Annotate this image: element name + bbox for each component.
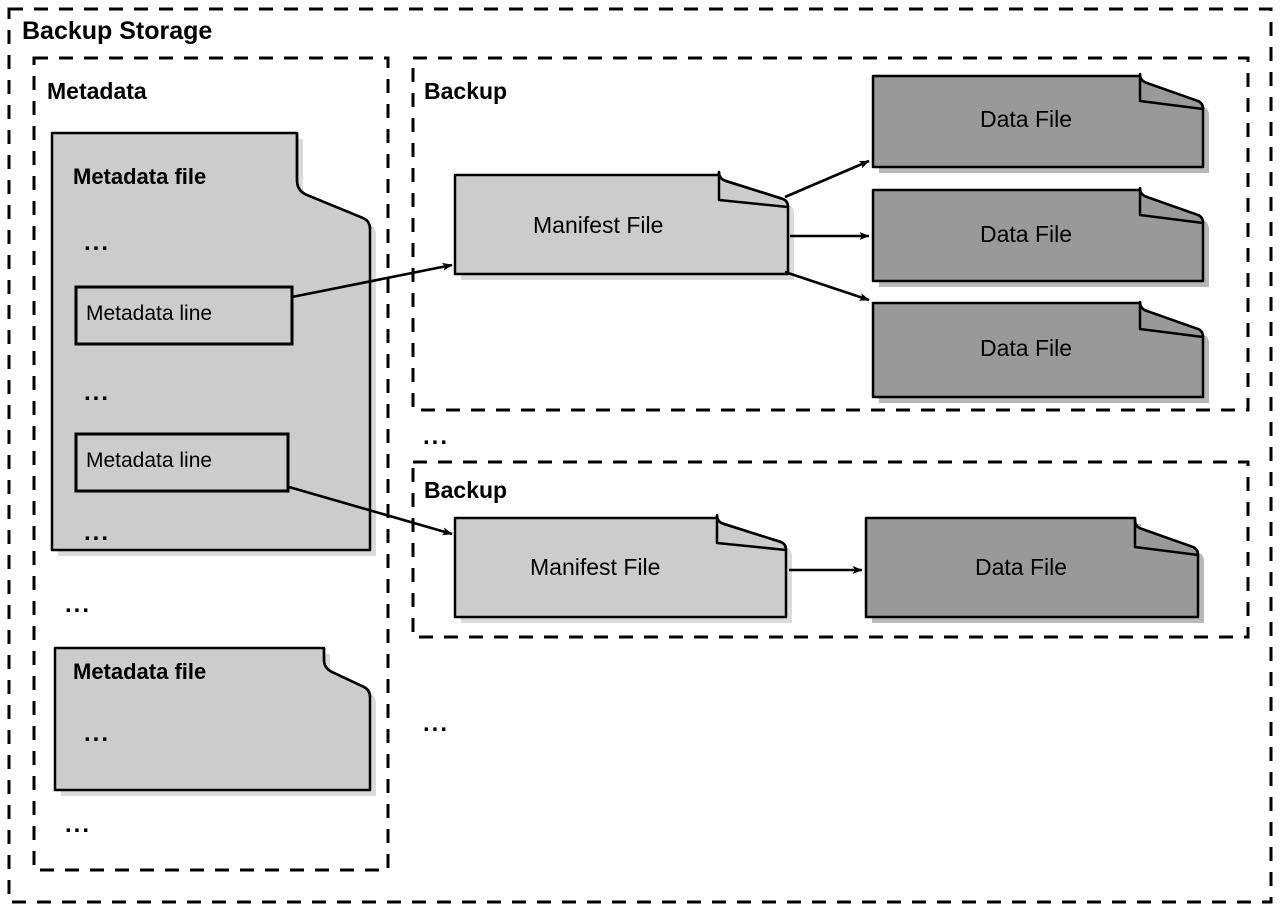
metadata-group-title: Metadata xyxy=(47,78,147,104)
arrow-manifest-1-to-data-file-3 xyxy=(784,270,870,302)
data-file-2-label: Data File xyxy=(980,221,1073,247)
metadata-file-1-ellipsis-bottom: ... xyxy=(84,519,111,546)
arrow-manifest-1-to-data-file-1 xyxy=(784,159,870,199)
backup-section-ellipsis-between: ... xyxy=(423,423,450,450)
manifest-file-1-label: Manifest File xyxy=(533,212,664,238)
arrow-metadata-line-1-to-manifest-1 xyxy=(291,262,453,299)
metadata-line-1-label: Metadata line xyxy=(86,302,213,325)
backup-two-frame xyxy=(411,460,1250,639)
data-file-4-shape xyxy=(864,516,1204,623)
data-file-1-shape xyxy=(871,72,1209,173)
data-file-3-shape xyxy=(871,300,1209,403)
metadata-file-2-title: Metadata file xyxy=(73,659,207,684)
backup-storage-frame xyxy=(7,7,1273,904)
metadata-line-2-label: Metadata line xyxy=(86,449,213,472)
backup-one-group-title: Backup xyxy=(424,78,508,104)
manifest-file-1-shape xyxy=(453,170,794,280)
metadata-file-2-shape xyxy=(53,646,376,796)
metadata-group-frame xyxy=(32,56,390,872)
backup-two-group-title: Backup xyxy=(424,477,508,503)
data-file-1-label: Data File xyxy=(980,106,1073,132)
metadata-section-ellipsis-after: ... xyxy=(65,811,92,838)
metadata-file-1-ellipsis-mid: ... xyxy=(84,379,111,406)
metadata-file-1-ellipsis-top: ... xyxy=(84,229,111,256)
data-file-3-label: Data File xyxy=(980,335,1073,361)
metadata-section-ellipsis-between: ... xyxy=(65,591,92,618)
manifest-file-2-shape xyxy=(453,513,792,623)
metadata-file-1-title: Metadata file xyxy=(73,164,207,189)
backup-section-ellipsis-after: ... xyxy=(423,710,450,737)
backup-one-frame xyxy=(411,56,1250,412)
arrow-metadata-line-2-to-manifest-2 xyxy=(288,485,453,536)
metadata-file-2-ellipsis-top: ... xyxy=(84,720,111,747)
data-file-4-label: Data File xyxy=(975,554,1068,580)
data-file-2-shape xyxy=(871,186,1209,287)
manifest-file-2-label: Manifest File xyxy=(530,554,661,580)
backup-storage-title: Backup Storage xyxy=(22,17,213,45)
metadata-line-box-2 xyxy=(74,432,290,493)
metadata-line-box-1 xyxy=(74,285,294,346)
